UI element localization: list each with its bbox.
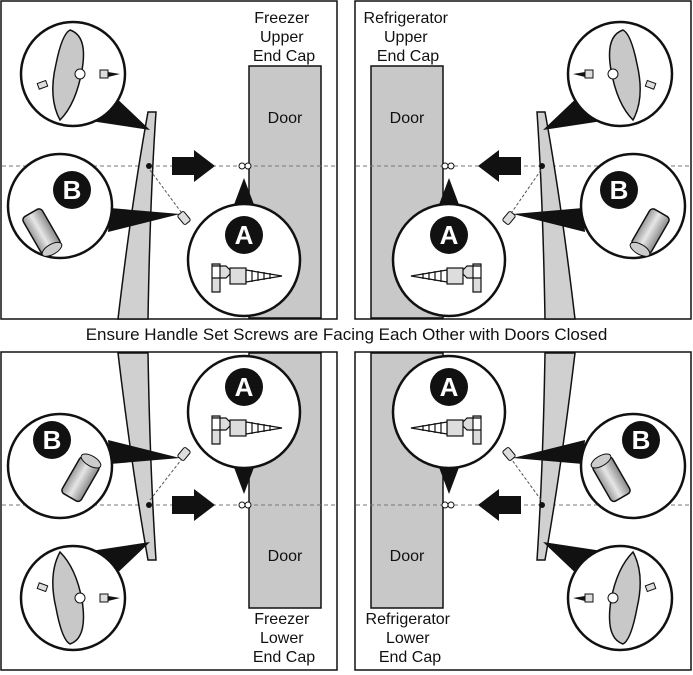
handle-closeup <box>608 550 641 645</box>
badge-b <box>53 171 91 209</box>
arrow-right-icon <box>172 150 215 182</box>
set-screw-icon <box>644 582 657 593</box>
screw-icon <box>573 69 594 79</box>
callout-a: A <box>391 202 507 318</box>
set-screw-cylinder-icon <box>629 208 670 257</box>
mounting-screw-icon <box>211 415 283 445</box>
screw-a-small <box>238 501 252 509</box>
door-label: Door <box>268 548 303 565</box>
set-screw-hole <box>74 592 86 604</box>
set-screw-hole <box>146 502 152 508</box>
callout-handle-detail <box>19 20 127 128</box>
handle-closeup <box>52 550 85 645</box>
callout-pointer <box>513 208 585 232</box>
callout-a: A <box>186 354 302 470</box>
badge-a <box>430 216 468 254</box>
badge-a-label: A <box>235 220 254 250</box>
set-screw-b-small <box>177 447 191 461</box>
mounting-screw-icon <box>211 263 283 293</box>
handle-closeup <box>52 29 85 122</box>
screw-icon <box>99 69 120 79</box>
instruction-caption: Ensure Handle Set Screws are Facing Each… <box>0 324 693 346</box>
callout-handle-detail <box>566 20 674 128</box>
set-screw-hole <box>539 163 545 169</box>
callout-b: B <box>579 412 687 520</box>
set-screw-b-small <box>502 211 516 225</box>
callout-b: B <box>579 152 687 260</box>
door-label: Door <box>390 110 425 127</box>
set-screw-hole <box>539 502 545 508</box>
set-screw-cylinder-icon <box>61 453 102 503</box>
end-cap-label: Refrigerator Lower End Cap <box>366 611 455 666</box>
badge-b-label: B <box>632 425 651 455</box>
badge-b-label: B <box>63 175 82 205</box>
arrow-left-icon <box>478 150 521 182</box>
callout-handle-detail <box>566 544 674 652</box>
callout-pointer <box>84 92 150 130</box>
badge-a-label: A <box>440 372 459 402</box>
callout-pointer <box>513 440 585 464</box>
badge-b-label: B <box>43 425 62 455</box>
set-screw-cylinder-icon <box>590 453 631 503</box>
mounting-screw-icon <box>410 263 482 293</box>
end-cap-label: Refrigerator Upper End Cap <box>364 10 453 65</box>
badge-b <box>600 171 638 209</box>
screw-icon <box>573 593 594 603</box>
end-cap-label: Freezer Lower End Cap <box>253 611 315 666</box>
arrow-right-icon <box>172 489 215 521</box>
callout-pointer <box>84 542 150 580</box>
set-screw-icon <box>644 79 657 90</box>
callout-a: A <box>391 354 507 470</box>
screw-a-small <box>441 501 455 509</box>
door-label: Door <box>268 110 303 127</box>
guide-line <box>149 169 182 213</box>
callout-a: A <box>186 202 302 318</box>
set-screw-hole <box>607 592 619 604</box>
set-screw-icon <box>36 582 49 593</box>
callout-b: B <box>6 152 114 260</box>
end-cap-label: Freezer Upper End Cap <box>253 10 315 65</box>
badge-a <box>225 216 263 254</box>
callout-pointer <box>437 178 461 210</box>
set-screw-b-small <box>177 211 191 225</box>
callout-pointer <box>108 208 180 232</box>
mounting-screw-icon <box>410 415 482 445</box>
callout-pointer <box>543 542 609 580</box>
handle-closeup <box>608 29 641 122</box>
set-screw-icon <box>36 79 49 90</box>
set-screw-b-small <box>502 447 516 461</box>
callout-pointer <box>232 178 256 210</box>
set-screw-cylinder-icon <box>22 208 63 257</box>
badge-b-label: B <box>610 175 629 205</box>
guide-line <box>511 459 542 501</box>
set-screw-hole <box>146 163 152 169</box>
set-screw-hole <box>74 68 86 80</box>
badge-a-label: A <box>440 220 459 250</box>
set-screw-hole <box>607 68 619 80</box>
guide-line <box>511 169 542 213</box>
panel-bottom-right: Door Refrigerator Lower End Cap <box>354 351 692 671</box>
badge-a <box>225 368 263 406</box>
callout-pointer <box>437 462 461 494</box>
callout-handle-detail <box>19 544 127 652</box>
callout-pointer <box>543 92 609 130</box>
screw-a-small <box>441 162 455 170</box>
callout-pointer <box>108 440 180 464</box>
callout-pointer <box>232 462 256 494</box>
badge-b <box>33 421 71 459</box>
screw-a-small <box>238 162 252 170</box>
arrow-left-icon <box>478 489 521 521</box>
badge-a-label: A <box>235 372 254 402</box>
panel-top-right: Door Refrigerator Upper End Cap <box>354 0 692 320</box>
door-label: Door <box>390 548 425 565</box>
badge-b <box>622 421 660 459</box>
callout-b: B <box>6 412 114 520</box>
panel-top-left: Door Freezer Upper End Cap <box>0 0 338 320</box>
screw-icon <box>99 593 120 603</box>
panel-bottom-left: Door Freezer Lower End Cap <box>0 351 338 671</box>
badge-a <box>430 368 468 406</box>
guide-line <box>149 459 182 501</box>
